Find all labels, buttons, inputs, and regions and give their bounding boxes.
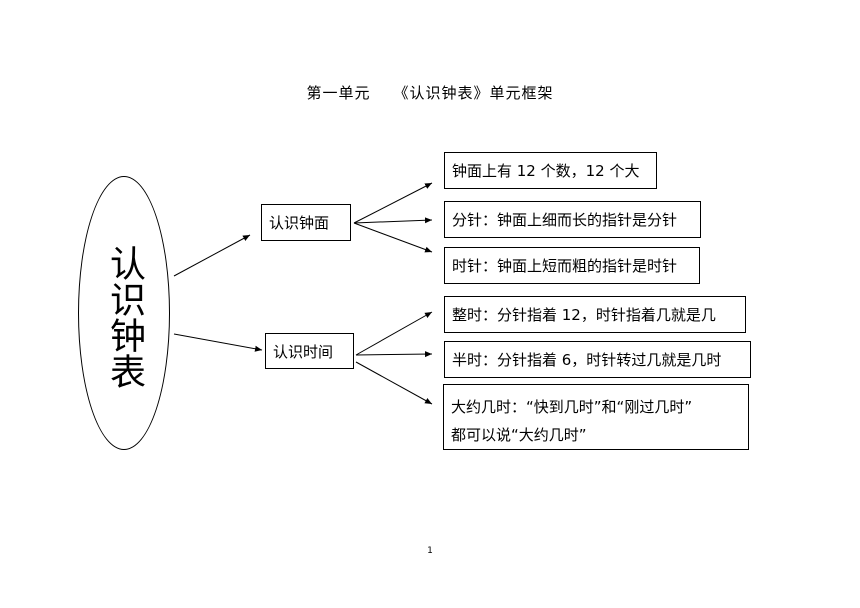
leaf-node-1-2-label: 分针：钟面上细而长的指针是分针 (452, 211, 678, 229)
leaf-node-1-1: 钟面上有 12 个数，12 个大 (444, 152, 657, 189)
arrow-root-to-branch-2 (173, 333, 263, 352)
arrow-branch-2-to-leaf-2 (355, 351, 433, 358)
root-node-label: 认识钟表 (104, 245, 145, 389)
branch-node-2-label: 认识时间 (273, 342, 334, 361)
leaf-node-2-3: 大约几时：“快到几时”和“刚过几时” 都可以说“大约几时” (443, 384, 749, 450)
leaf-node-2-2: 半时：分针指着 6，时针转过几就是几时 (444, 341, 751, 378)
leaf-node-2-1: 整时：分针指着 12，时针指着几就是几 (444, 296, 746, 333)
root-node-ellipse: 认识钟表 (78, 176, 170, 450)
branch-node-1: 认识钟面 (261, 204, 351, 241)
arrow-branch-1-to-leaf-1 (353, 182, 433, 224)
leaf-node-1-3: 时针：钟面上短而粗的指针是时针 (444, 247, 700, 284)
branch-node-2: 认识时间 (265, 333, 354, 369)
leaf-node-2-2-label: 半时：分针指着 6，时针转过几就是几时 (452, 351, 722, 369)
branch-node-1-label: 认识钟面 (269, 214, 330, 232)
arrow-branch-2-to-leaf-1 (355, 311, 433, 356)
arrow-branch-1-to-leaf-3 (353, 222, 433, 253)
arrow-branch-2-to-leaf-3 (355, 361, 433, 405)
page-title: 第一单元 《认识钟表》单元框架 (306, 84, 554, 102)
leaf-node-2-3-line-1: 大约几时：“快到几时”和“刚过几时” (451, 398, 693, 416)
leaf-node-2-1-label: 整时：分针指着 12，时针指着几就是几 (452, 306, 716, 324)
arrow-branch-1-to-leaf-2 (353, 217, 433, 224)
page-number: 1 (427, 546, 433, 556)
arrow-root-to-branch-1 (173, 234, 251, 277)
leaf-node-1-3-label: 时针：钟面上短而粗的指针是时针 (452, 257, 678, 275)
leaf-node-2-3-line-2: 都可以说“大约几时” (451, 426, 587, 444)
leaf-node-1-1-label: 钟面上有 12 个数，12 个大 (452, 162, 640, 180)
leaf-node-1-2: 分针：钟面上细而长的指针是分针 (444, 201, 701, 238)
